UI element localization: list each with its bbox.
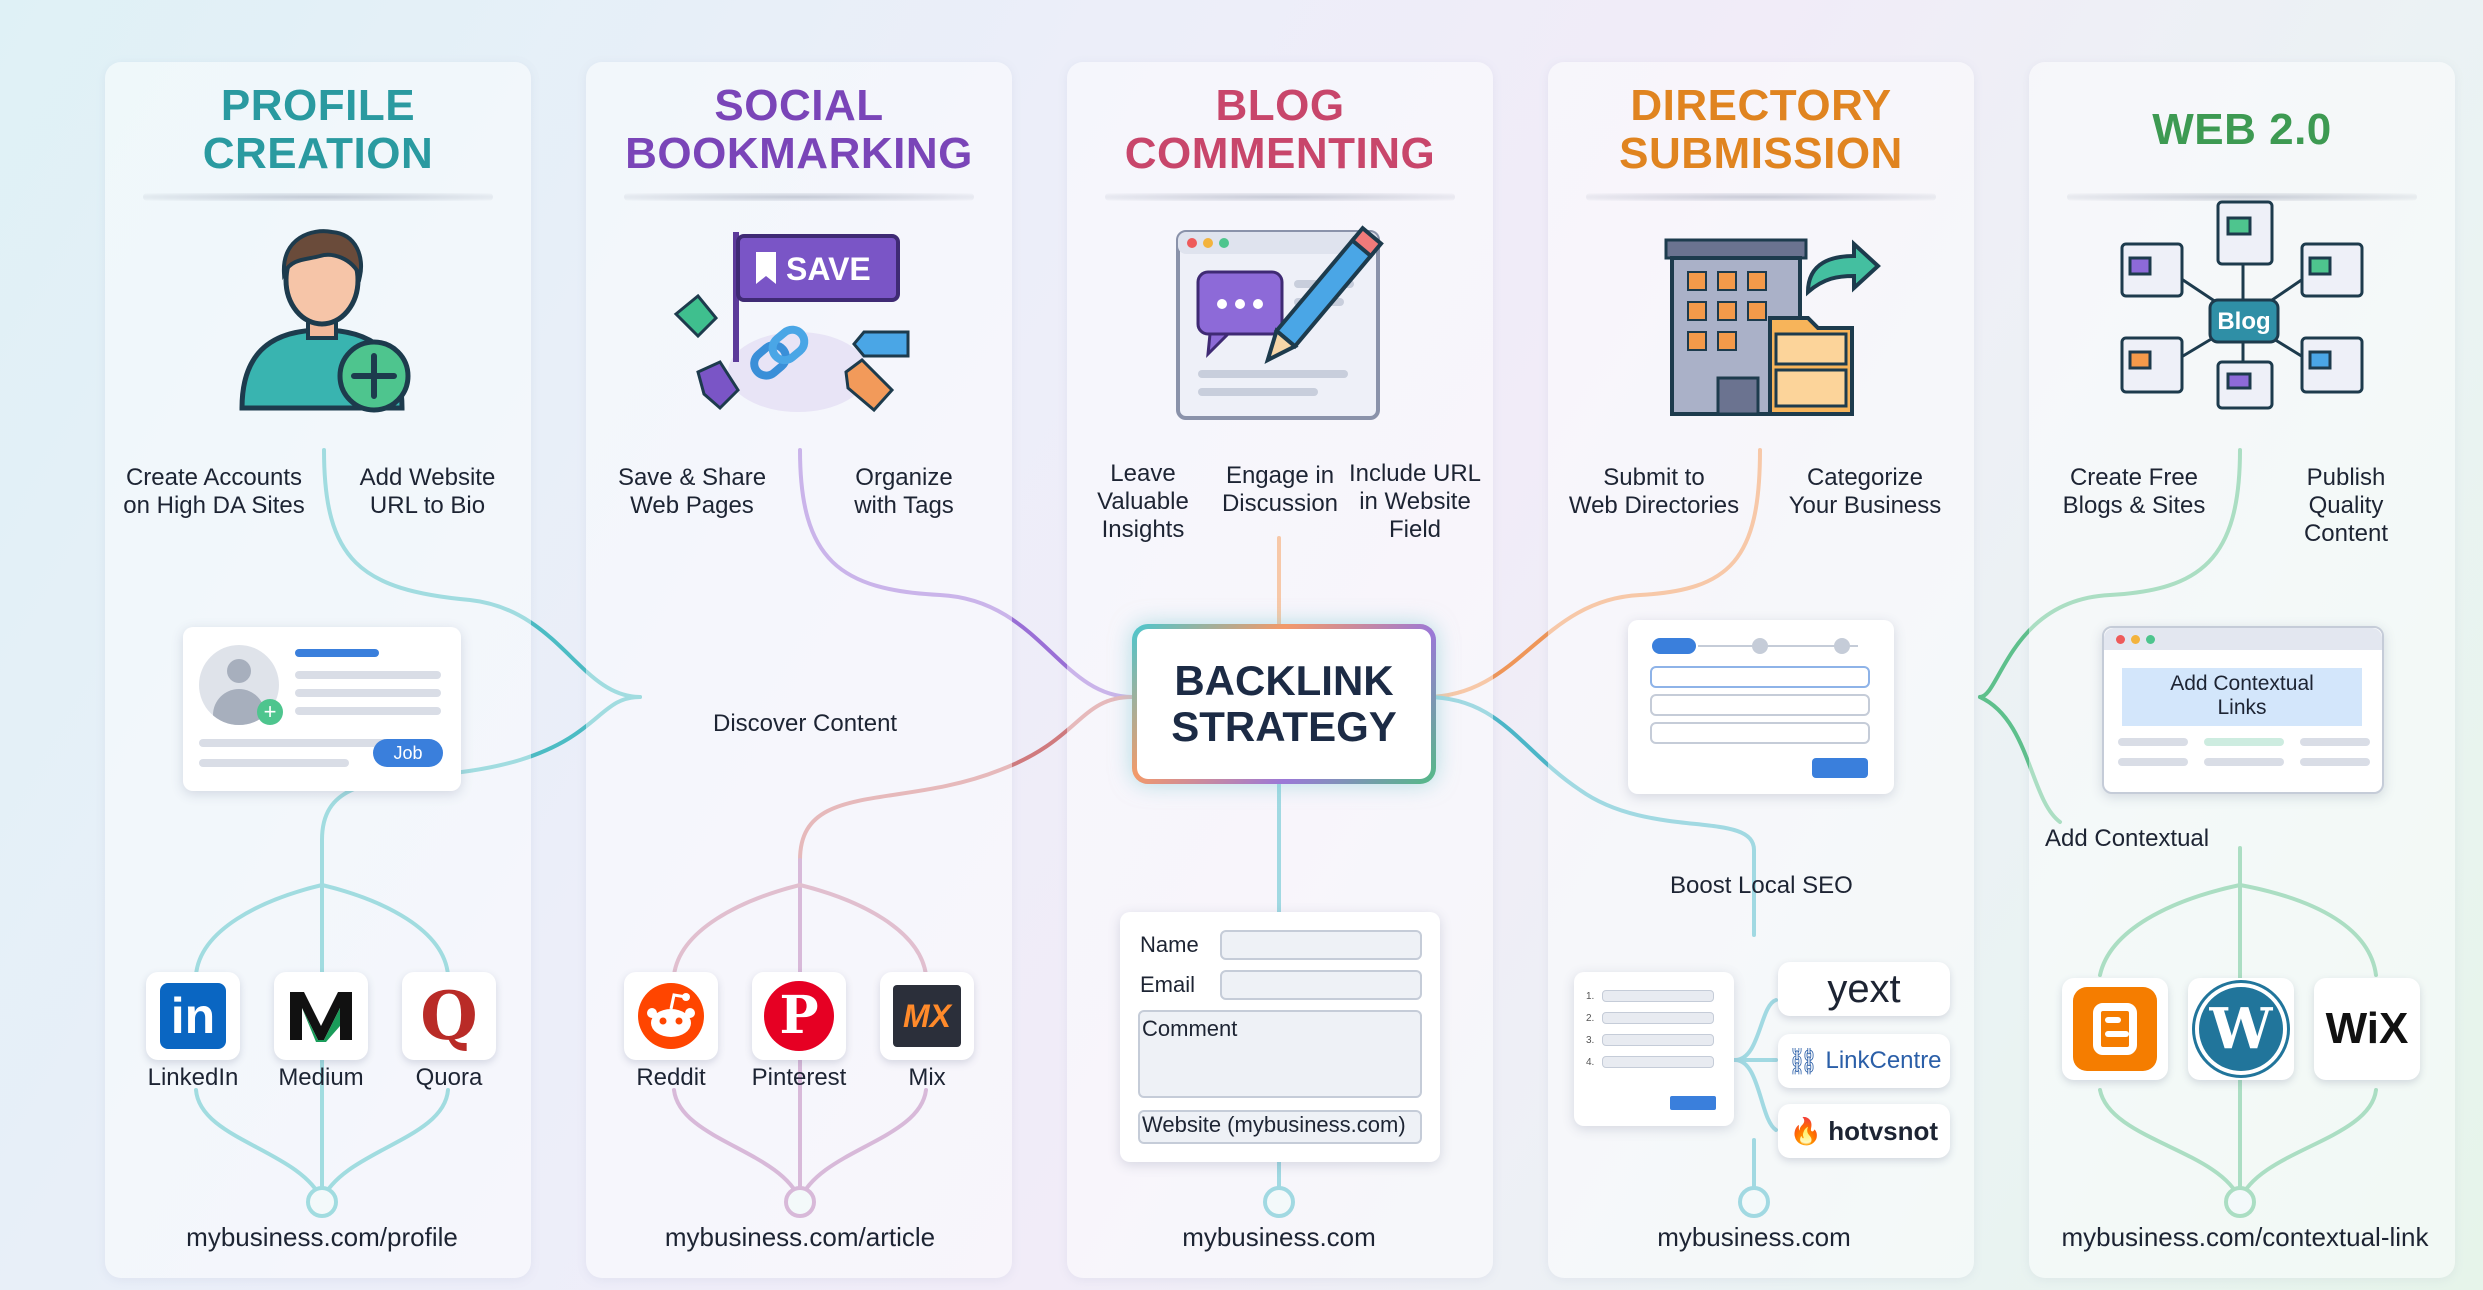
mix-logo-tile[interactable]: MX [880,972,974,1060]
medium-icon [290,992,352,1042]
task-categorize-business: Categorize Your Business [1788,464,1942,519]
website-label: Website (mybusiness.com) [1142,1112,1406,1137]
title-underline [1105,193,1455,201]
center-node-backlink-strategy: BACKLINK STRATEGY [1132,624,1436,784]
directory-input-1[interactable] [1650,666,1870,688]
reddit-logo-tile[interactable] [624,972,718,1060]
task-publish-quality-content: Publish Quality Content [2303,464,2389,547]
wordpress-logo-tile[interactable]: W [2188,978,2294,1080]
contextual-links-card: Add Contextual Links [2102,626,2384,794]
yext-logo-tile[interactable]: yext [1778,962,1950,1016]
column-title: WEB 2.0 [2152,105,2332,154]
comment-pencil-icon [1176,225,1384,420]
name-label: Name [1140,932,1199,957]
platform-label-linkedin: LinkedIn [147,1064,239,1091]
task-create-accounts: Create Accounts on High DA Sites [123,464,305,519]
name-field[interactable] [1220,930,1422,960]
job-badge[interactable]: Job [373,739,443,767]
linkcentre-logo-tile[interactable]: ⛓ LinkCentre [1778,1034,1950,1088]
article-url: mybusiness.com/article [664,1222,936,1252]
title-underline [624,193,974,201]
task-save-share: Save & Share Web Pages [617,464,767,519]
title-underline [143,193,493,201]
directory-input-3[interactable] [1650,722,1870,744]
wix-logo: WiX [2325,1004,2409,1053]
yext-logo: yext [1827,966,1901,1011]
directory-input-2[interactable] [1650,694,1870,716]
branch-label-contextual: Add Contextual [2045,825,2210,852]
linkedin-icon: in [160,983,226,1049]
linkedin-logo-tile[interactable]: in [146,972,240,1060]
platform-label-medium: Medium [278,1064,364,1091]
blog-network-icon: Blog [2120,200,2364,410]
pinterest-icon: P [764,981,834,1051]
platform-label-mix: Mix [908,1064,946,1091]
email-field[interactable] [1220,970,1422,1000]
task-engage-discussion: Engage in Discussion [1221,462,1339,517]
directory-url: mybusiness.com [1657,1222,1851,1252]
profile-card: + Job [183,627,461,791]
website-field[interactable] [1138,1110,1422,1144]
plus-badge-icon: + [257,699,283,725]
link-icon: ⛓ [1786,1045,1820,1076]
task-include-url: Include URL in Website Field [1348,460,1482,543]
task-leave-insights: Leave Valuable Insights [1097,460,1189,543]
branch-label-local-seo: Boost Local SEO [1670,872,1853,899]
blog-hub-label: Blog [2217,308,2270,335]
title-underline [1586,193,1936,201]
save-label: SAVE [786,251,871,287]
column-title: SOCIAL BOOKMARKING [625,81,973,178]
title-underline [2067,193,2417,201]
blog-url: mybusiness.com [1182,1222,1376,1252]
column-title: BLOG COMMENTING [1124,81,1436,178]
contextual-link-url: mybusiness.com/contextual-link [2061,1222,2429,1252]
blogger-icon [2073,987,2157,1071]
column-title: DIRECTORY SUBMISSION [1619,81,1903,178]
comment-label: Comment [1142,1016,1238,1041]
email-label: Email [1140,972,1196,997]
wordpress-icon: W [2195,983,2287,1075]
submission-form-card [1628,620,1894,794]
flame-icon: 🔥 [1789,1115,1823,1146]
contextual-links-text: Add Contextual Links [2122,668,2362,726]
task-create-free-blogs: Create Free Blogs & Sites [2062,464,2206,519]
medium-logo-tile[interactable] [274,972,368,1060]
platform-label-quora: Quora [415,1064,483,1091]
task-add-website-url: Add Website URL to Bio [359,464,496,519]
hotvsnot-logo: hotvsnot [1828,1115,1939,1146]
submit-button[interactable] [1812,758,1868,778]
quora-logo-tile[interactable]: Q [402,972,496,1060]
task-organize-tags: Organize with Tags [854,464,954,519]
save-tag-icon: SAVE [673,232,910,413]
comment-form: Name Email Comment Website (mybusiness.c… [1120,912,1440,1162]
directory-list-card: 1.2.3.4. [1574,972,1734,1126]
pinterest-logo-tile[interactable]: P [752,972,846,1060]
branch-label-discover: Discover Content [713,710,898,737]
quora-icon: Q [420,977,478,1055]
task-submit-directories: Submit to Web Directories [1568,464,1740,519]
linkcentre-logo: LinkCentre [1825,1047,1942,1074]
blogger-logo-tile[interactable] [2062,978,2168,1080]
comment-field[interactable] [1138,1010,1422,1098]
reddit-icon [638,983,704,1049]
wix-logo-tile[interactable]: WiX [2314,978,2420,1080]
column-title: PROFILE CREATION [202,81,434,178]
platform-label-pinterest: Pinterest [751,1064,847,1091]
mix-icon: MX [893,985,961,1047]
building-folder-icon [1664,238,1881,416]
profile-url: mybusiness.com/profile [186,1222,458,1252]
platform-label-reddit: Reddit [636,1064,706,1091]
person-add-icon [239,229,411,413]
hotvsnot-logo-tile[interactable]: 🔥 hotvsnot [1778,1104,1950,1158]
